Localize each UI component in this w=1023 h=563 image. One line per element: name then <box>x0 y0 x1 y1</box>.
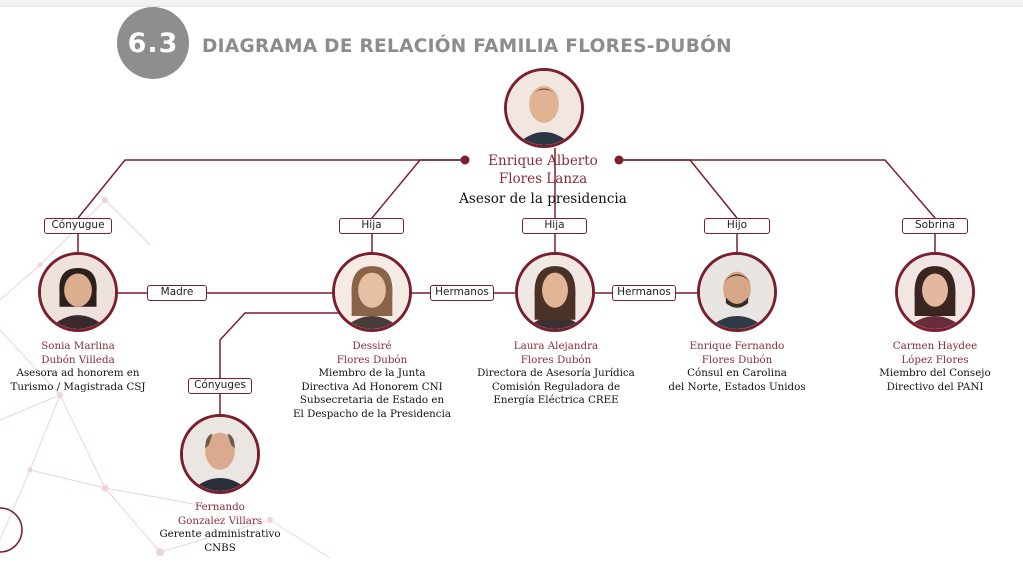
person-enrique-fernando: Enrique Fernando Flores Dubón Cónsul en … <box>668 340 806 393</box>
section-number-badge: 6.3 <box>117 7 189 79</box>
relation-label-spouses: Cónyuges <box>188 378 252 394</box>
enrique-fernando-photo <box>697 252 777 332</box>
relation-label-siblings-2: Hermanos <box>612 285 676 301</box>
person-portrait-icon <box>507 71 581 145</box>
person-dessire: Dessiré Flores Dubón Miembro de la Junta… <box>292 340 452 420</box>
relation-label-spouse: Cónyugue <box>44 218 112 234</box>
person-fernando: Fernando Gonzalez Villars Gerente admini… <box>159 501 281 554</box>
relation-label-daughter-2: Hija <box>522 218 587 234</box>
person-sonia: Sonia Marlina Dubón Villeda Asesora ad h… <box>10 340 146 393</box>
relation-label-siblings-1: Hermanos <box>430 285 494 301</box>
fernando-photo <box>180 414 260 494</box>
dessire-photo <box>332 252 412 332</box>
top-divider <box>0 0 1023 7</box>
person-carmen: Carmen Haydee López Flores Miembro del C… <box>879 340 991 393</box>
person-portrait-icon <box>41 255 115 329</box>
relation-label-son: Hijo <box>704 218 770 234</box>
person-portrait-icon <box>335 255 409 329</box>
relation-label-niece: Sobrina <box>902 218 968 234</box>
person-laura: Laura Alejandra Flores Dubón Directora d… <box>477 340 635 406</box>
center-person-name: Enrique Alberto Flores Lanza <box>488 153 598 187</box>
diagram-title: DIAGRAMA DE RELACIÓN FAMILIA FLORES-DUBÓ… <box>202 36 732 57</box>
center-person-role: Asesor de la presidencia <box>459 191 627 207</box>
person-portrait-icon <box>183 417 257 491</box>
carmen-photo <box>895 252 975 332</box>
person-portrait-icon <box>898 255 972 329</box>
relation-label-mother: Madre <box>147 285 207 301</box>
enrique-alberto-photo <box>504 68 584 148</box>
person-portrait-icon <box>700 255 774 329</box>
laura-photo <box>515 252 595 332</box>
relation-label-daughter-1: Hija <box>339 218 404 234</box>
person-portrait-icon <box>518 255 592 329</box>
sonia-photo <box>38 252 118 332</box>
section-number: 6.3 <box>127 27 179 59</box>
